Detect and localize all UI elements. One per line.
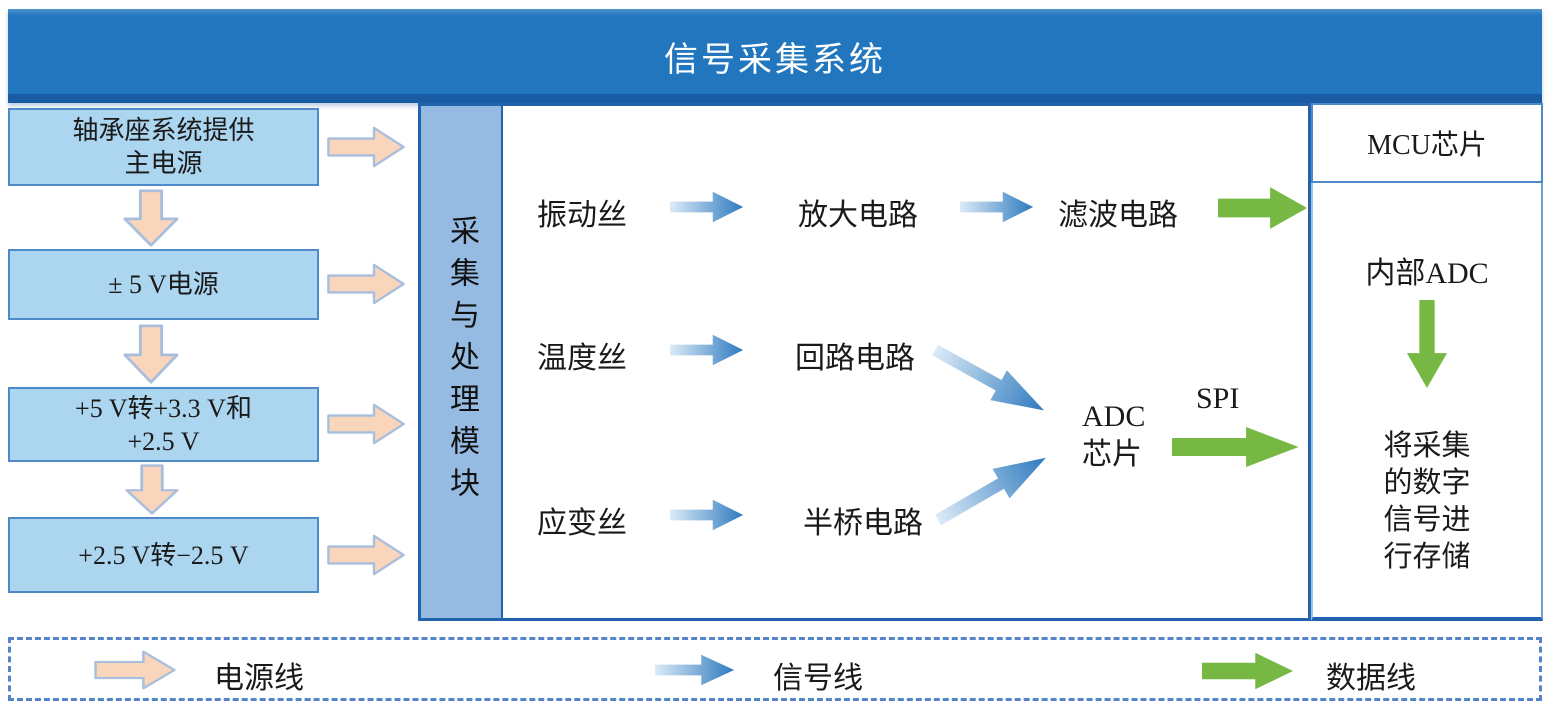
power-box-main-supply: 轴承座系统提供 主电源: [8, 108, 319, 186]
title-banner: 信号采集系统: [8, 9, 1542, 103]
signal-arrow-icon: [670, 332, 744, 368]
label-internal-adc: 内部ADC: [1365, 257, 1489, 290]
signal-arrow-diagonal-icon: [925, 333, 1055, 429]
storage-line: 将采集: [1383, 430, 1471, 462]
legend-data-label: 数据线: [1326, 662, 1416, 695]
label-strain-wire: 应变丝: [537, 507, 627, 540]
label-loop-circuit: 回路电路: [795, 342, 915, 375]
power-box-3v3-2v5: +5 V转+3.3 V和 +2.5 V: [8, 387, 319, 462]
power-box-5v: ± 5 V电源: [8, 249, 319, 320]
legend-power-arrow-icon: [93, 648, 177, 692]
legend-signal-arrow-icon: [655, 652, 735, 688]
legend-power-label: 电源线: [214, 662, 304, 695]
legend-data-arrow-icon: [1202, 650, 1294, 692]
power-box-line: +2.5 V转−2.5 V: [78, 540, 249, 570]
signal-arrow-icon: [670, 497, 744, 533]
label-adc-chip: ADC 芯片: [1082, 398, 1145, 474]
power-down-arrow-icon: [122, 324, 180, 384]
label-half-bridge-circuit: 半桥电路: [803, 507, 923, 540]
mcu-header: MCU芯片: [1311, 103, 1543, 183]
legend-signal-label: 信号线: [773, 662, 863, 695]
data-arrow-icon: [1172, 424, 1300, 470]
mcu-title: MCU芯片: [1367, 130, 1487, 161]
label-storage: 将采集 的数字 信号进 行存储: [1311, 428, 1543, 576]
signal-arrow-icon: [670, 189, 744, 225]
signal-arrow-icon: [960, 189, 1034, 225]
power-box-line: +2.5 V: [127, 426, 200, 456]
power-box-line: +5 V转+3.3 V和: [75, 393, 252, 423]
label-filter-circuit: 滤波电路: [1058, 199, 1178, 232]
label-amplifier-circuit: 放大电路: [798, 199, 918, 232]
module-side-label: 采集与处理模块: [445, 215, 478, 509]
power-right-arrow-icon: [326, 532, 406, 578]
power-box-line: 轴承座系统提供: [72, 116, 255, 145]
power-down-arrow-icon: [124, 464, 180, 515]
power-box-line: ± 5 V电源: [108, 270, 219, 299]
storage-line: 的数字: [1383, 467, 1471, 499]
adc-chip-line: 芯片: [1082, 438, 1142, 471]
page-title: 信号采集系统: [664, 41, 886, 79]
label-vibration-wire: 振动丝: [537, 199, 627, 232]
storage-line: 行存储: [1383, 541, 1471, 573]
acquisition-module: 采集与处理模块: [418, 103, 1311, 621]
label-temperature-wire: 温度丝: [537, 342, 627, 375]
power-right-arrow-icon: [326, 261, 406, 307]
power-down-arrow-icon: [122, 189, 180, 247]
data-arrow-icon: [1218, 184, 1308, 232]
power-box-line: 主电源: [124, 149, 203, 178]
storage-line: 信号进: [1383, 504, 1471, 536]
module-side-strip: 采集与处理模块: [421, 106, 503, 618]
signal-arrow-diagonal-icon: [928, 440, 1057, 538]
data-down-arrow-icon: [1406, 300, 1448, 390]
power-right-arrow-icon: [326, 401, 406, 447]
power-right-arrow-icon: [326, 124, 406, 170]
power-box-neg2v5: +2.5 V转−2.5 V: [8, 517, 319, 593]
label-spi: SPI: [1196, 382, 1240, 415]
adc-chip-line: ADC: [1082, 400, 1146, 433]
